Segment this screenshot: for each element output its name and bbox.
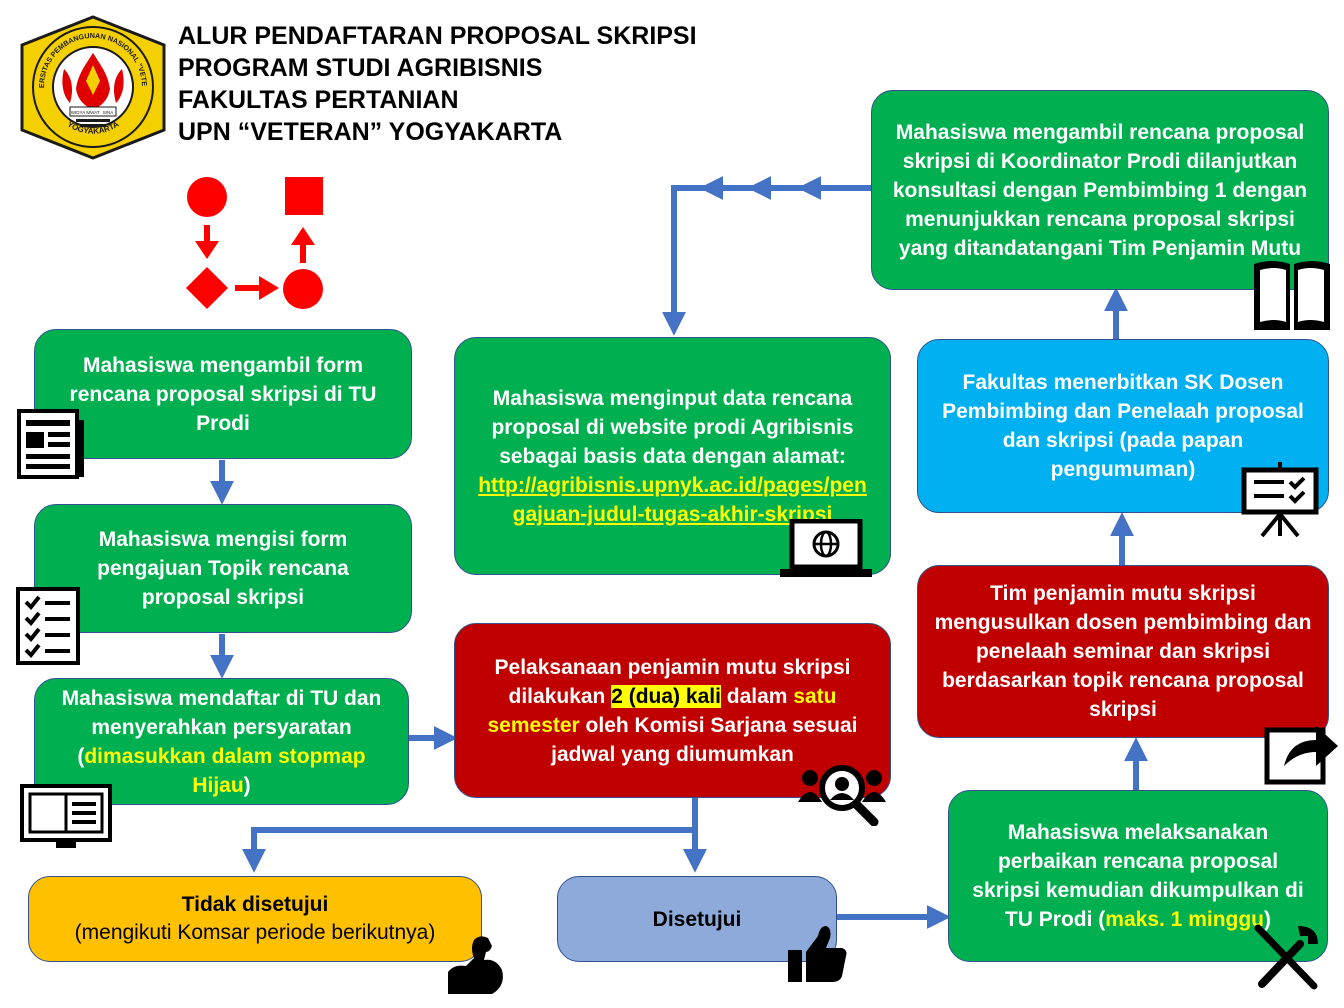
laptop-globe-icon	[780, 519, 872, 577]
outcome-not-approved: Tidak disetujui (mengikuti Komsar period…	[28, 876, 482, 962]
checklist-icon	[16, 587, 80, 665]
flexed-arm-icon	[448, 936, 503, 994]
share-icon	[1264, 726, 1338, 785]
book-reader-icon	[20, 784, 112, 848]
step-take-form: Mahasiswa mengambil form rencana proposa…	[34, 329, 412, 459]
presentation-board-icon	[1241, 462, 1319, 538]
flowchart-icon	[186, 177, 323, 309]
step-consult-supervisor: Mahasiswa mengambil rencana proposal skr…	[871, 90, 1329, 290]
open-book-icon	[1254, 261, 1330, 330]
one-semester-highlight: satu semester	[487, 684, 837, 737]
step-register-tu-text: Mahasiswa mendaftar di TU dan menyerahka…	[61, 686, 382, 797]
prodi-website-link[interactable]: http://agribisnis.upnyk.ac.id/pages/peng…	[478, 473, 867, 526]
university-logo: UNIVERSITAS PEMBANGUNAN NASIONAL "VETERA…	[18, 15, 166, 160]
step-quality-review: Pelaksanaan penjamin mutu skripsi dilaku…	[454, 623, 891, 798]
page-title: ALUR PENDAFTARAN PROPOSAL SKRIPSI PROGRA…	[178, 20, 697, 148]
tools-icon	[1254, 924, 1318, 990]
step-input-website-text: Mahasiswa menginput data rencana proposa…	[491, 386, 854, 468]
title-line-1: ALUR PENDAFTARAN PROPOSAL SKRIPSI	[178, 22, 697, 50]
step-take-form-text: Mahasiswa mengambil form rencana proposa…	[69, 353, 377, 435]
not-approved-note: (mengikuti Komsar periode berikutnya)	[74, 921, 436, 944]
step-input-website: Mahasiswa menginput data rencana proposa…	[454, 337, 891, 575]
stopmap-highlight: dimasukkan dalam stopmap Hijau	[84, 744, 366, 797]
step-revise-proposal-text: Mahasiswa melaksanakan perbaikan rencana…	[972, 821, 1304, 931]
logo-banner-right: SINA	[103, 110, 114, 115]
arrow-s8-s9	[662, 185, 871, 336]
not-approved-title: Tidak disetujui	[181, 893, 329, 916]
thumbs-up-icon	[788, 926, 847, 982]
step-consult-supervisor-text: Mahasiswa mengambil rencana proposal skr…	[892, 120, 1308, 260]
outcome-approved: Disetujui	[557, 876, 837, 962]
approved-title: Disetujui	[652, 907, 742, 931]
logo-banner-left: WIDYA	[71, 110, 85, 115]
form-document-icon	[17, 409, 84, 479]
step-register-tu: Mahasiswa mendaftar di TU dan menyerahka…	[34, 678, 409, 805]
step-fill-form-text: Mahasiswa mengisi form pengajuan Topik r…	[97, 528, 349, 609]
step-propose-supervisors-text: Tim penjamin mutu skripsi mengusulkan do…	[934, 582, 1312, 721]
search-people-icon	[798, 765, 886, 826]
title-line-3: FAKULTAS PERTANIAN	[178, 86, 459, 114]
step-issue-sk-text: Fakultas menerbitkan SK Dosen Pembimbing…	[942, 371, 1304, 481]
step-quality-review-text: Pelaksanaan penjamin mutu skripsi dilaku…	[487, 655, 858, 766]
arrow-s4-split	[242, 798, 698, 873]
step-propose-supervisors: Tim penjamin mutu skripsi mengusulkan do…	[917, 565, 1329, 738]
max-one-week-highlight: maks. 1 minggu	[1105, 908, 1265, 931]
title-line-2: PROGRAM STUDI AGRIBISNIS	[178, 54, 543, 82]
logo-banner-center: MWAT	[86, 110, 99, 115]
title-line-4: UPN “VETERAN” YOGYAKARTA	[178, 118, 563, 146]
two-times-highlight: 2 (dua) kali	[611, 684, 721, 708]
step-fill-form: Mahasiswa mengisi form pengajuan Topik r…	[34, 504, 412, 633]
step-revise-proposal: Mahasiswa melaksanakan perbaikan rencana…	[948, 790, 1328, 962]
